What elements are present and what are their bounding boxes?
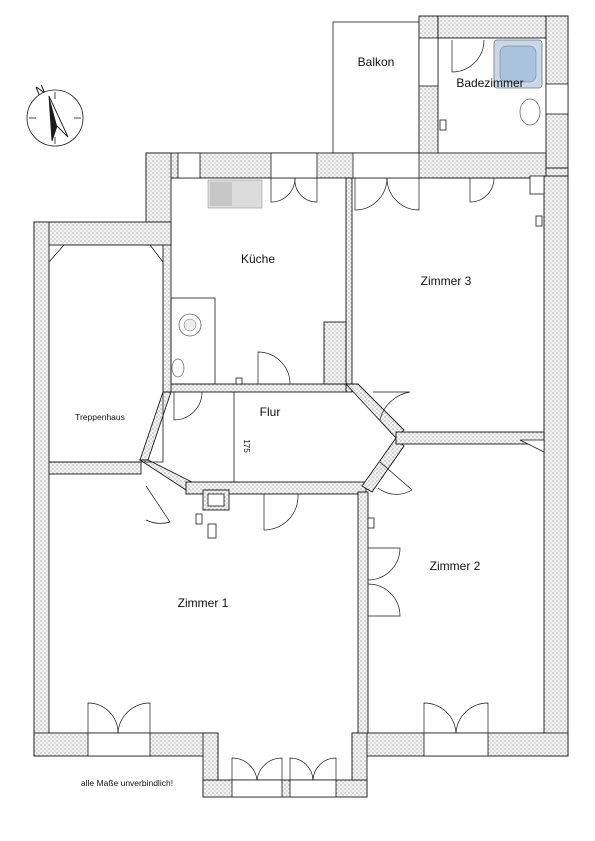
room-label-zimmer3: Zimmer 3	[421, 274, 472, 288]
compass: N	[26, 82, 84, 147]
room-label-balkon: Balkon	[358, 55, 395, 69]
room-label-zimmer1: Zimmer 1	[178, 596, 229, 610]
balkon-outline	[332, 21, 420, 154]
compass-circle	[26, 89, 84, 147]
dimension-flur-text: 175	[242, 439, 251, 453]
treppenhaus-outline	[48, 244, 164, 463]
fixtures	[170, 39, 545, 539]
sink-icon	[171, 358, 185, 378]
door-swings	[87, 39, 495, 781]
dimension-flur: 175	[229, 391, 251, 483]
walls	[33, 15, 569, 798]
room-label-zimmer2: Zimmer 2	[430, 559, 481, 573]
compass-north-label: N	[34, 82, 47, 98]
room-label-flur: Flur	[260, 405, 281, 419]
disclaimer-text: alle Maße unverbindlich!	[81, 778, 173, 788]
windows	[87, 37, 569, 798]
washbasin-icon	[519, 98, 541, 126]
room-label-treppenhaus: Treppenhaus	[75, 412, 125, 422]
room-label-badezimmer: Badezimmer	[456, 76, 523, 90]
room-label-kueche: Küche	[241, 252, 275, 266]
